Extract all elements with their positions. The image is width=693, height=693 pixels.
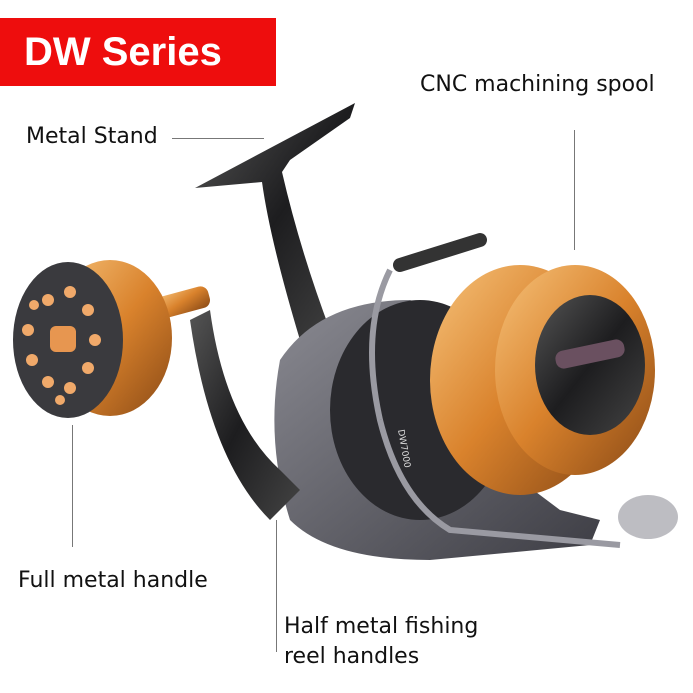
knob-holes: [22, 286, 101, 405]
metal-stand: [195, 103, 355, 340]
metal-stand-label: Metal Stand: [26, 124, 158, 149]
line-roller: [618, 495, 678, 539]
series-badge: DW Series: [0, 18, 276, 86]
handle-label: Full metal handle: [18, 568, 208, 593]
drag-knob: [535, 295, 645, 435]
handle-arm: [190, 310, 300, 520]
metal-stand-leader-line: [172, 138, 264, 139]
spool-leader-line: [574, 130, 575, 250]
spool-label: CNC machining spool: [420, 72, 655, 97]
handle-leader-line: [72, 425, 73, 547]
bail-wire: [369, 268, 621, 548]
reel-handles-label-line1: Half metal fishing: [284, 614, 479, 639]
reel-handles-label-line2: reel handles: [284, 644, 420, 669]
reel-handles-leader-line: [276, 520, 277, 652]
